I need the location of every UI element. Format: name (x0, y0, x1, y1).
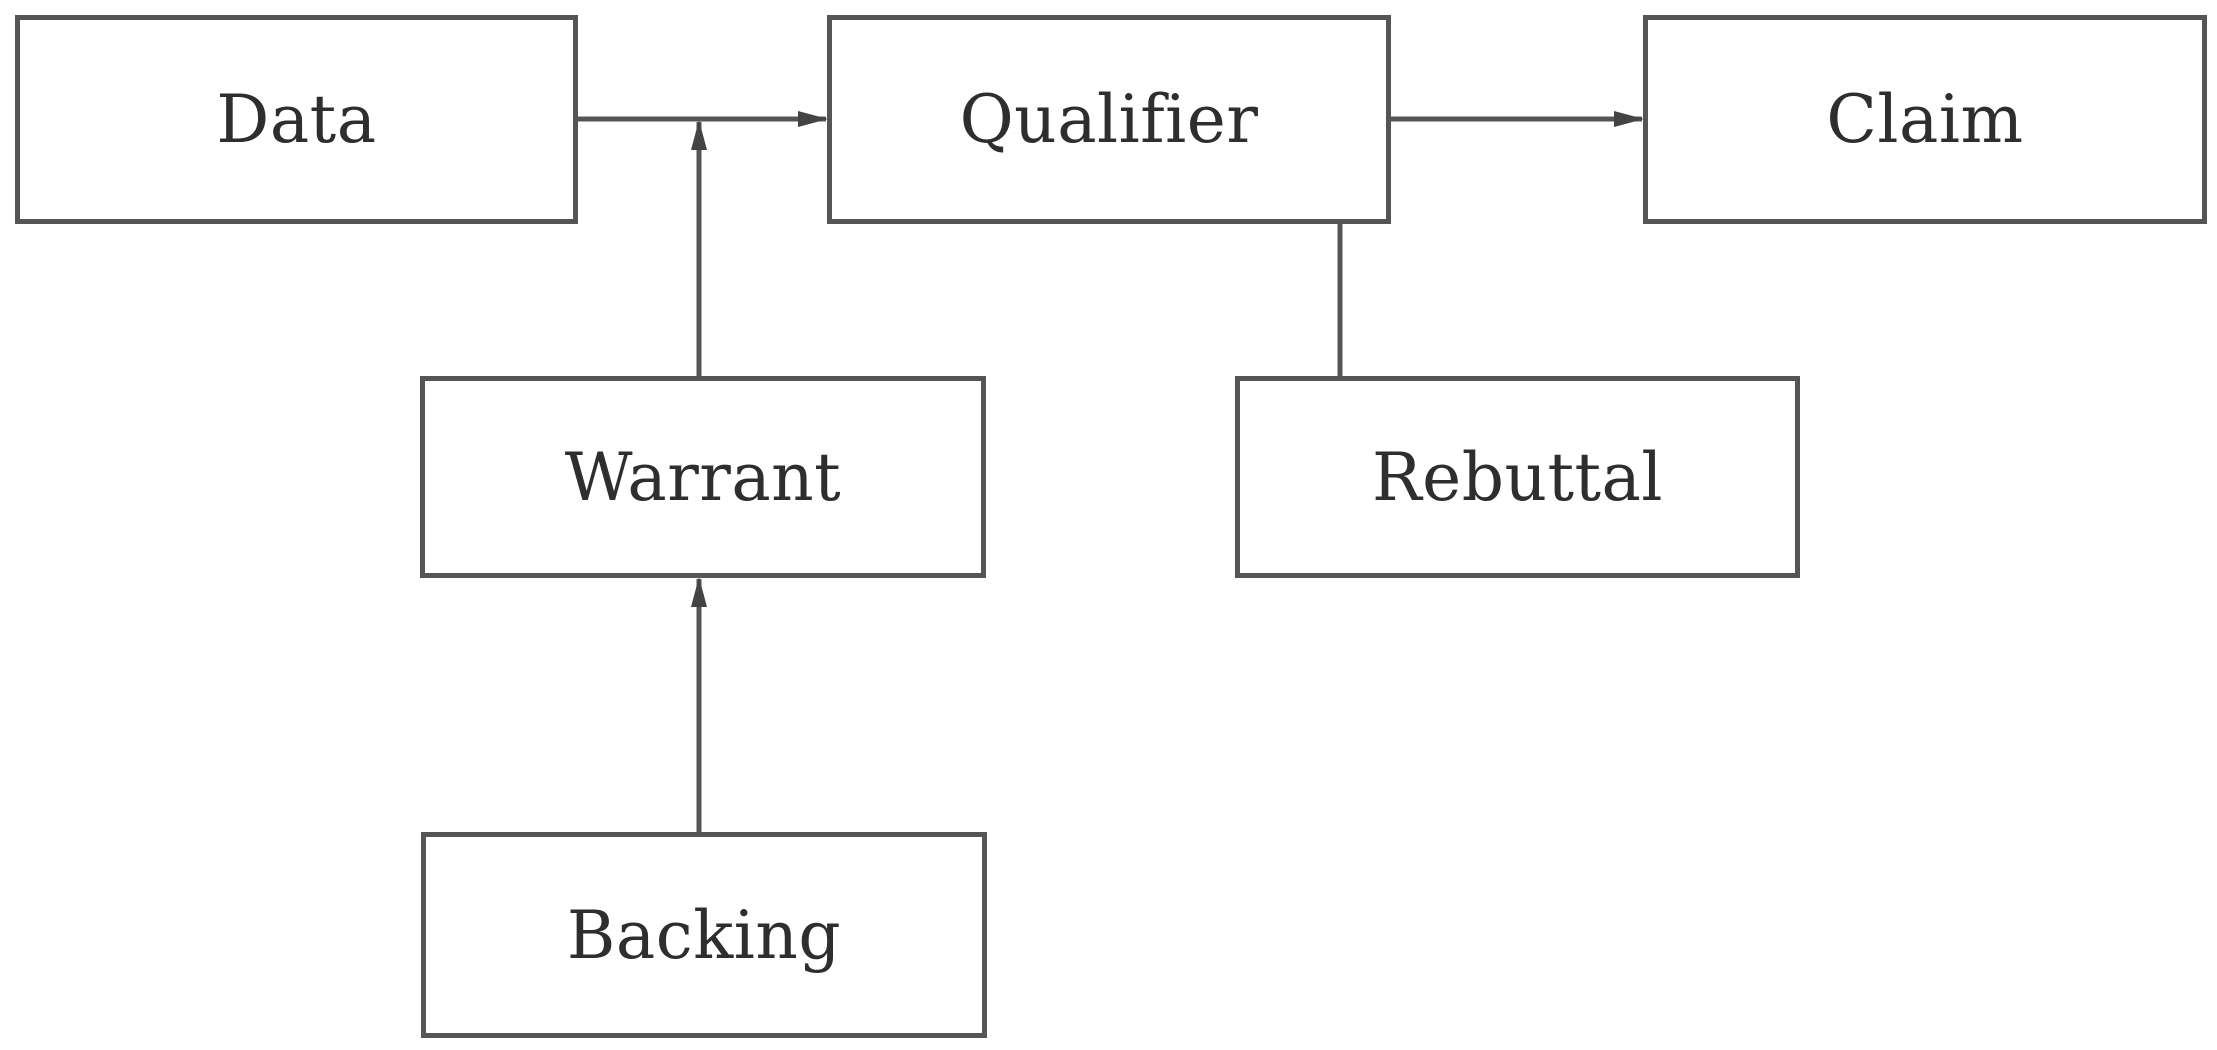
claim-label: Claim (1826, 81, 2024, 158)
data-box: Data (15, 15, 578, 224)
rebuttal-label: Rebuttal (1371, 438, 1663, 516)
rebuttal-box: Rebuttal (1235, 376, 1800, 578)
backing-box: Backing (421, 832, 987, 1038)
backing-label: Backing (566, 896, 842, 974)
qualifier-label: Qualifier (959, 81, 1259, 158)
claim-box: Claim (1643, 15, 2207, 224)
warrant-label: Warrant (564, 438, 842, 516)
data-label: Data (216, 81, 377, 158)
warrant-box: Warrant (420, 376, 986, 578)
qualifier-box: Qualifier (827, 15, 1391, 224)
